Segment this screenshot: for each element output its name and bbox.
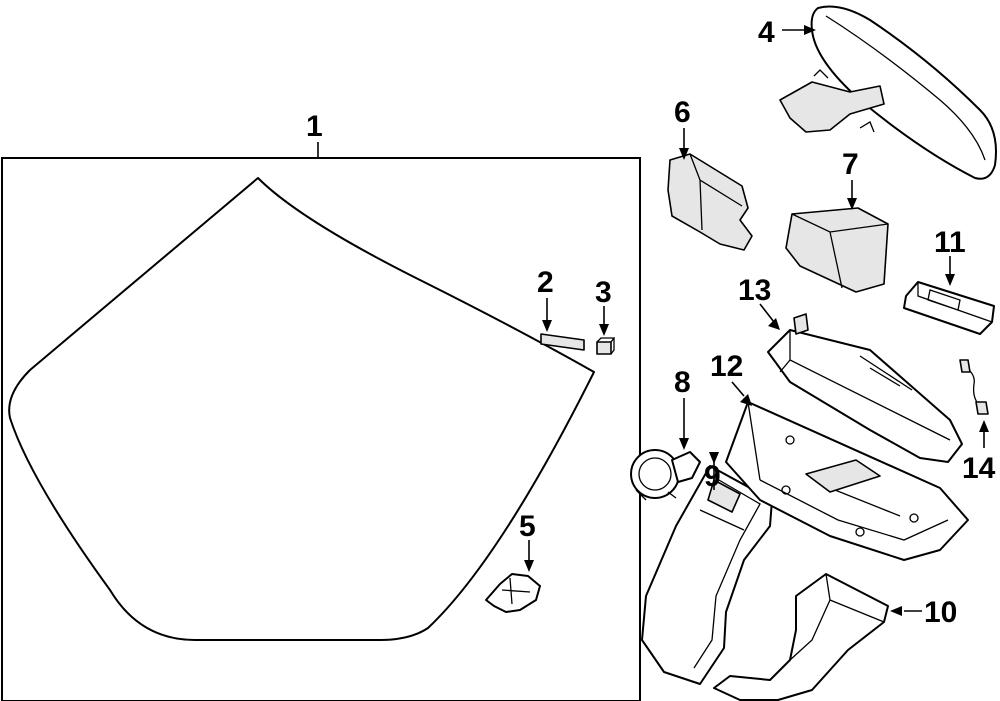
part-13-lamp — [759, 303, 963, 463]
callout-14-label: 14 — [962, 452, 996, 485]
callout-4-label: 4 — [758, 16, 775, 49]
part-9-trim — [641, 452, 773, 685]
part-14-harness — [959, 359, 989, 448]
part-7-cover — [785, 180, 889, 293]
part-1-windshield — [1, 142, 641, 701]
part-8-sensor — [630, 398, 701, 501]
callout-3-label: 3 — [595, 276, 612, 309]
callout-8-label: 8 — [674, 366, 691, 399]
part-4-mirror — [779, 5, 997, 180]
callout-1-label: 1 — [306, 110, 323, 143]
part-11-connector — [903, 256, 995, 335]
callout-10-label: 10 — [924, 596, 957, 629]
callout-6-label: 6 — [674, 96, 691, 129]
part-6-cover — [667, 128, 753, 251]
part-3-block — [596, 306, 616, 355]
part-2-strip — [540, 298, 585, 351]
part-5-clip — [485, 540, 541, 613]
windshield-glass — [8, 177, 595, 641]
part-12-housing — [725, 381, 969, 561]
callout-12-label: 12 — [710, 350, 743, 383]
callout-11-label: 11 — [934, 226, 966, 259]
callout-7-label: 7 — [842, 148, 859, 181]
callout-13-label: 13 — [738, 274, 771, 307]
callout-5-label: 5 — [519, 510, 536, 543]
part-10-bracket — [713, 573, 922, 701]
callout-9-label: 9 — [704, 460, 721, 493]
callout-2-label: 2 — [537, 266, 554, 299]
windshield-frame — [1, 157, 641, 701]
